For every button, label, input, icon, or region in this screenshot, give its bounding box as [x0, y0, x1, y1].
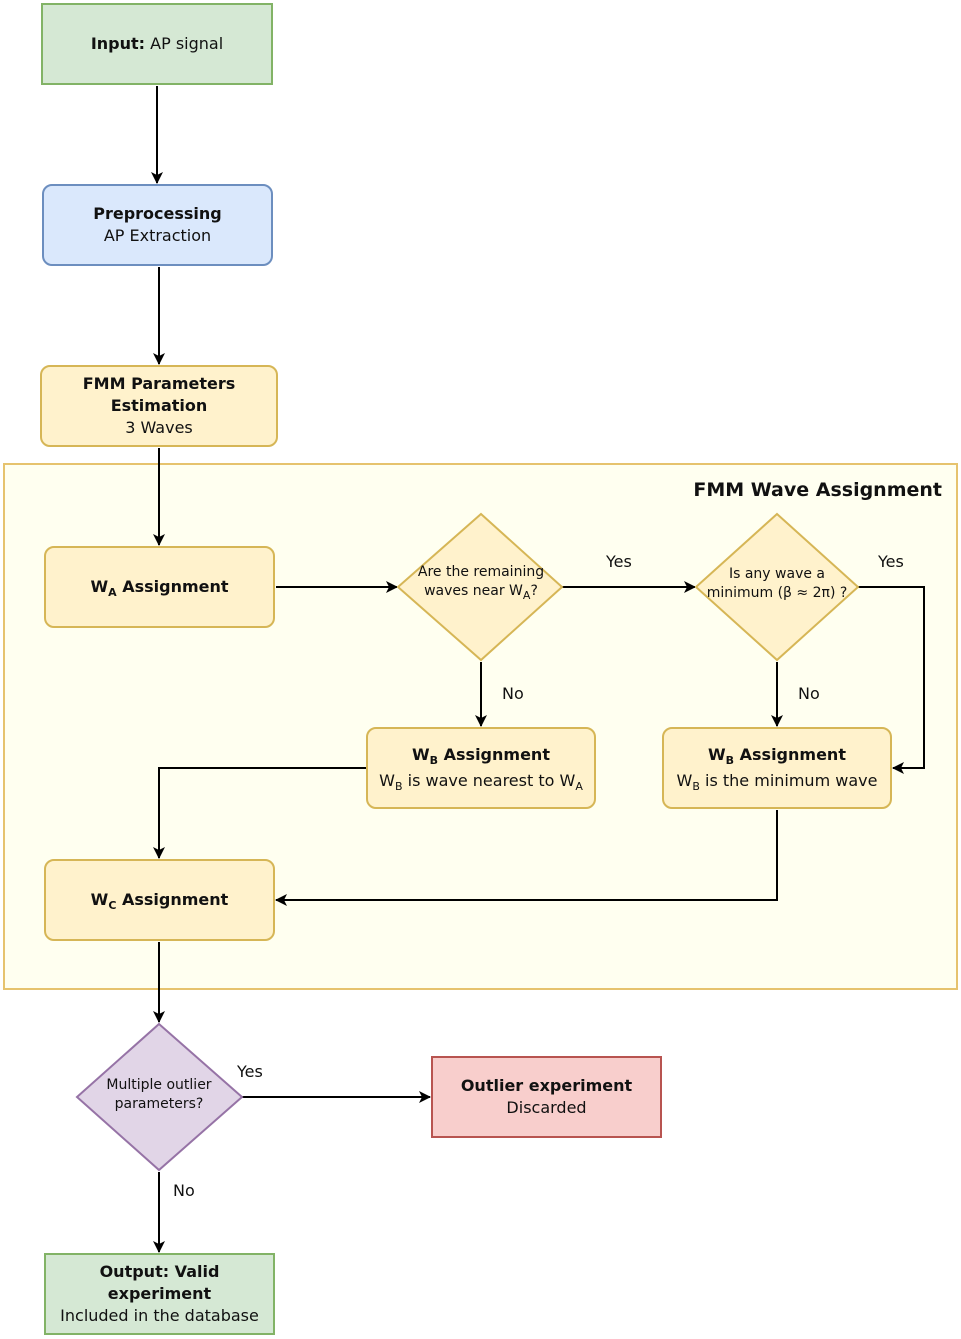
estimation-box: FMM Parameters Estimation 3 Waves [40, 365, 278, 447]
wbm-w: W [708, 745, 726, 764]
wb-nearest-box: WB Assignment WB is wave nearest to WA [366, 727, 596, 809]
wbn-title: Assignment [443, 745, 550, 764]
preprocessing-text: AP Extraction [103, 226, 212, 245]
decision-outlier-shape [75, 1022, 244, 1172]
wbn-desc-sub2: A [575, 780, 583, 793]
wbm-desc: is the minimum wave [705, 771, 878, 790]
preprocessing-title: Preprocessing [93, 204, 222, 223]
wa-text: Assignment [122, 577, 229, 596]
edge-label-yes-near: Yes [606, 552, 632, 571]
outlier-text: Discarded [506, 1098, 587, 1117]
wc-text: Assignment [121, 890, 229, 909]
output-title: Output: Valid experiment [99, 1262, 220, 1303]
wa-sub: A [108, 586, 117, 599]
decision-min-line1: Is any wave a [728, 566, 826, 582]
decision-near-sub: A [522, 589, 531, 602]
container-title: FMM Wave Assignment [693, 479, 942, 501]
preprocessing-box: Preprocessing AP Extraction [42, 184, 273, 266]
edge-label-no-min: No [798, 684, 820, 703]
wbm-title: Assignment [739, 745, 846, 764]
wc-w: W [90, 890, 109, 909]
decision-min-label: Is any wave a minimum (β ≈ 2π) ? [698, 565, 856, 603]
outlier-decision-label: Multiple outlier parameters? [90, 1076, 228, 1114]
decision-near-shape [396, 512, 564, 662]
outlier-decision-line1: Multiple outlier [106, 1077, 212, 1093]
input-title: Input: [90, 34, 146, 53]
wbm-desc-sub: B [692, 780, 700, 793]
wbn-desc-w: W [379, 771, 395, 790]
wbn-w: W [412, 745, 430, 764]
outlier-decision-line2: parameters? [114, 1096, 204, 1112]
input-text: AP signal [150, 34, 224, 53]
wbn-sub: B [429, 754, 439, 767]
input-box: Input: AP signal [41, 3, 273, 85]
estimation-title: FMM Parameters Estimation [82, 374, 236, 415]
wbm-sub: B [725, 754, 735, 767]
edge-label-no-near: No [502, 684, 524, 703]
arrow-wbnear-to-wc [153, 767, 366, 859]
outlier-title: Outlier experiment [460, 1076, 633, 1095]
wbn-desc: is wave nearest to W [407, 771, 576, 790]
output-box: Output: Valid experiment Included in the… [44, 1253, 275, 1335]
wa-assignment-box: WA Assignment [44, 546, 275, 628]
decision-min-shape [694, 512, 860, 662]
wb-minimum-box: WB Assignment WB is the minimum wave [662, 727, 892, 809]
arrow-wbmin-to-wc [275, 810, 778, 906]
arrow-min-yes [858, 586, 925, 774]
wc-sub: C [108, 899, 117, 912]
wbm-desc-w: W [676, 771, 693, 790]
edge-label-no-outlier: No [173, 1181, 195, 1200]
wbn-desc-sub: B [394, 780, 403, 793]
wa-w: W [90, 577, 109, 596]
edge-label-yes-min: Yes [878, 552, 904, 571]
decision-min-line2: minimum (β ≈ 2π) ? [706, 585, 848, 601]
estimation-text: 3 Waves [125, 418, 193, 437]
decision-near-label: Are the remaining waves near WA? [405, 563, 557, 601]
output-text: Included in the database [60, 1306, 259, 1325]
decision-near-line2: waves near W [424, 583, 523, 599]
decision-near-suffix: ? [530, 583, 538, 599]
decision-near-line1: Are the remaining [417, 564, 545, 580]
edge-label-yes-outlier: Yes [237, 1062, 263, 1081]
wc-assignment-box: WC Assignment [44, 859, 275, 941]
outlier-box: Outlier experiment Discarded [431, 1056, 662, 1138]
